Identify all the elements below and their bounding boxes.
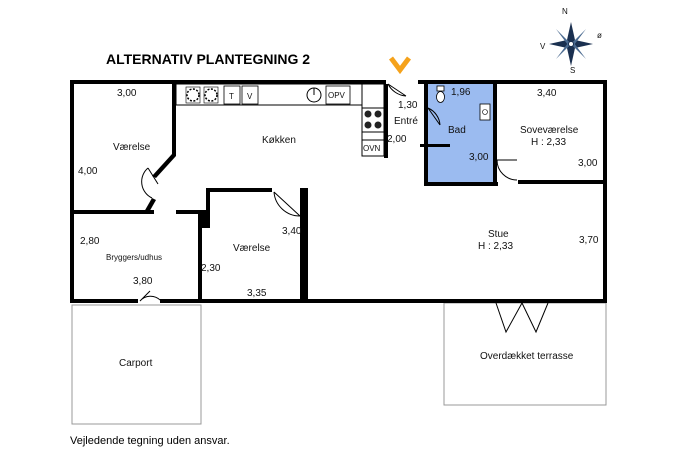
area-label-terrasse: Overdækket terrasse	[480, 351, 574, 362]
dishwasher	[325, 85, 351, 105]
appliance-v	[241, 85, 259, 105]
room-label-koekken: Køkken	[262, 135, 296, 146]
carport-outline	[71, 304, 202, 425]
dim-vaerelse-mid-height-2: 3,40	[282, 226, 302, 237]
dim-vaerelse-mid-height: 2,30	[201, 263, 221, 274]
entrance-marker-icon	[389, 56, 411, 75]
compass-south-label: S	[570, 66, 575, 75]
dim-vaerelse-left-height: 4,00	[78, 166, 98, 177]
appliance-t	[223, 85, 241, 105]
compass-north-label: N	[562, 7, 568, 16]
stove-icon	[361, 107, 385, 133]
appliance-label-t: T	[229, 92, 234, 101]
room-label-vaerelse-mid: Værelse	[233, 243, 271, 254]
dim-bad-width: 1,96	[451, 87, 471, 98]
plan-title: ALTERNATIV PLANTEGNING 2	[106, 51, 310, 67]
room-height-stue: H : 2,33	[478, 241, 513, 252]
appliance-label-v: V	[247, 92, 253, 101]
compass-rose-icon	[549, 22, 593, 66]
windows	[70, 80, 607, 303]
appliance-label-ovn: OVN	[363, 144, 381, 153]
room-label-bad: Bad	[448, 125, 466, 136]
footer-disclaimer: Vejledende tegning uden ansvar.	[70, 435, 230, 447]
room-label-stue: Stue	[488, 229, 509, 240]
room-height-sovevaerelse: H : 2,33	[531, 137, 566, 148]
dim-vaerelse-left-width: 3,00	[117, 88, 137, 99]
dim-entre-width: 1,30	[398, 100, 418, 111]
doors	[139, 83, 549, 334]
room-label-vaerelse-left: Værelse	[113, 142, 151, 153]
dim-stue-height: 3,70	[579, 235, 599, 246]
dim-entre-height: 2,00	[387, 134, 407, 145]
kitchen-sink-icon	[306, 87, 322, 103]
appliance-label-opv: OPV	[328, 91, 346, 100]
dim-bryggers-height: 2,80	[80, 236, 100, 247]
toilet-icon	[436, 85, 445, 103]
sink-icon	[479, 103, 491, 121]
area-label-carport: Carport	[119, 358, 153, 369]
dim-sove-width: 3,40	[537, 88, 557, 99]
room-label-sovevaerelse: Soveværelse	[520, 125, 579, 136]
walls	[70, 80, 607, 303]
fan-icon	[185, 86, 219, 104]
compass-west-label: V	[540, 42, 546, 51]
room-label-bryggers: Bryggers/udhus	[106, 253, 162, 262]
room-label-entre: Entré	[394, 116, 418, 127]
compass-east-label: ø	[597, 31, 602, 40]
dim-vaerelse-mid-width: 3,35	[247, 288, 267, 299]
dim-sove-height: 3,00	[578, 158, 598, 169]
dim-bad-height: 3,00	[469, 152, 489, 163]
dim-bryggers-width: 3,80	[133, 276, 153, 287]
